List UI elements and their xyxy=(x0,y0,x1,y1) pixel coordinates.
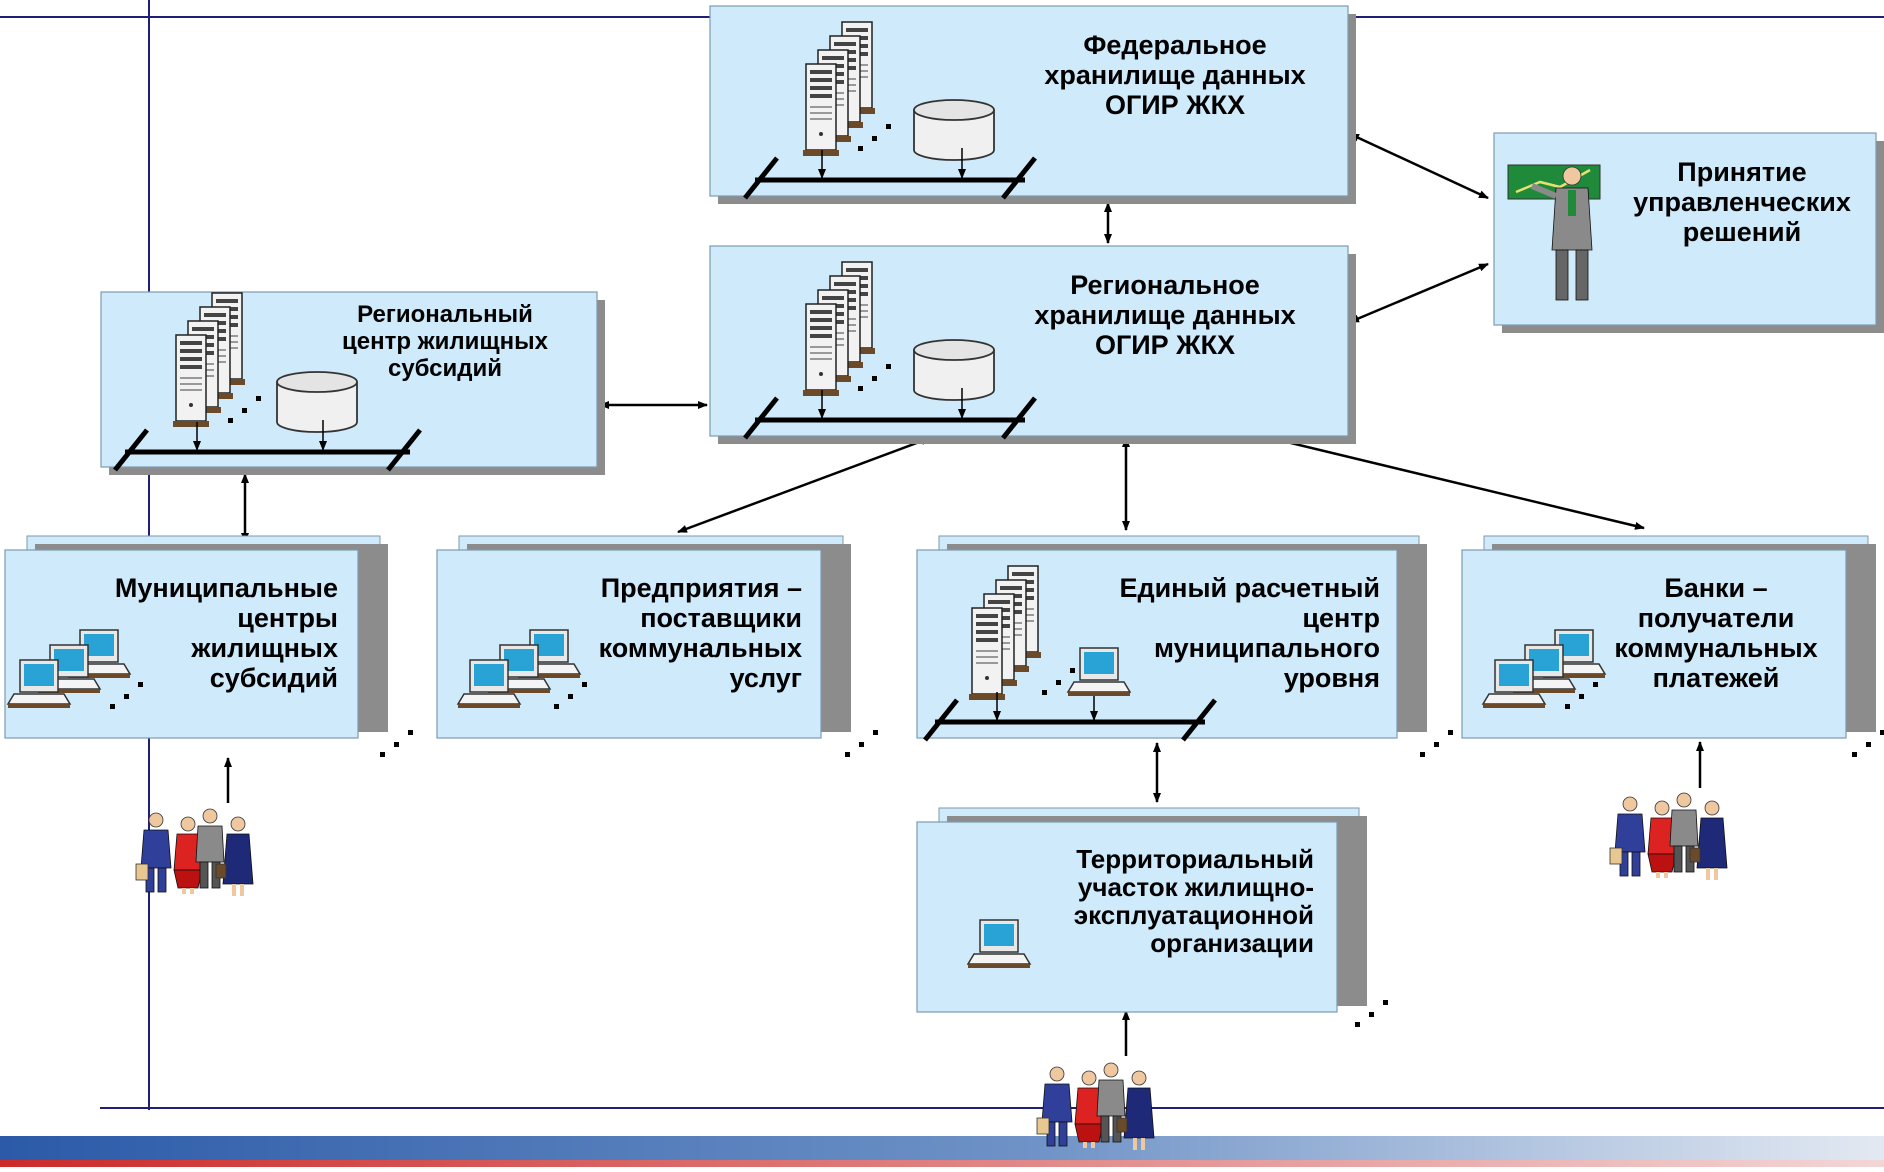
people-group-icon xyxy=(1037,1063,1154,1150)
federal-label-line: ОГИР ЖКХ xyxy=(1105,90,1245,120)
banks-label-line: коммунальных xyxy=(1614,633,1817,663)
ellipsis-dots xyxy=(1565,682,1598,709)
municipal-label-line: субсидий xyxy=(210,663,338,693)
suppliers-label-line: поставщики xyxy=(640,603,802,633)
regional-subsidy-label-line: субсидий xyxy=(388,355,502,382)
network-bus-icon xyxy=(743,148,1037,200)
settlement-label-line: уровня xyxy=(1284,663,1380,693)
regional-label-line: хранилище данных xyxy=(1034,300,1295,330)
ellipsis-dots xyxy=(858,364,891,391)
regional-label-line: ОГИР ЖКХ xyxy=(1095,330,1235,360)
banks-label-line: получатели xyxy=(1638,603,1795,633)
presenter-icon xyxy=(1507,164,1601,301)
federal-label-line: Федеральное xyxy=(1083,30,1266,60)
ellipsis-dots xyxy=(110,682,143,709)
banks-label-line: платежей xyxy=(1653,663,1780,693)
banks-label-line: Банки – xyxy=(1664,573,1767,603)
ellipsis-dots xyxy=(1042,668,1075,695)
regional-label-line: Региональное xyxy=(1070,270,1260,300)
decisions-label-line: Принятие xyxy=(1677,157,1806,187)
regional-subsidy-label-line: центр жилищных xyxy=(342,328,549,355)
settlement-label-line: Единый расчетный xyxy=(1119,573,1380,603)
people-group-icon xyxy=(1610,793,1727,880)
territorial-label-line: эксплуатационной xyxy=(1074,900,1314,930)
network-bus-icon xyxy=(743,388,1037,440)
municipal-label-line: Муниципальные xyxy=(115,573,338,603)
ellipsis-dots xyxy=(845,730,878,757)
suppliers-label-line: коммунальных xyxy=(599,633,802,663)
settlement-label-line: муниципального xyxy=(1154,633,1380,663)
ellipsis-dots xyxy=(380,730,413,757)
bottom-gradient-bar xyxy=(0,1136,1884,1167)
settlement-label-line: центр xyxy=(1302,603,1380,633)
ellipsis-dots xyxy=(1355,1000,1388,1027)
suppliers-label-line: Предприятия – xyxy=(601,573,802,603)
network-bus-icon xyxy=(113,420,422,472)
ellipsis-dots xyxy=(228,396,261,423)
federal-label-line: хранилище данных xyxy=(1044,60,1305,90)
regional-subsidy-label-line: Региональный xyxy=(357,301,533,328)
connectors xyxy=(224,132,1704,1056)
ellipsis-dots xyxy=(1852,730,1884,757)
ellipsis-dots xyxy=(1420,730,1453,757)
municipal-label-line: центры xyxy=(237,603,338,633)
ellipsis-dots xyxy=(858,124,891,151)
decisions-label-line: управленческих xyxy=(1633,187,1851,217)
territorial-label-line: организации xyxy=(1150,928,1314,958)
database-cylinder-icon xyxy=(276,371,358,433)
people-group-icon xyxy=(136,809,253,896)
suppliers-label-line: услуг xyxy=(730,663,802,693)
ellipsis-dots xyxy=(554,682,587,709)
decisions-label-line: решений xyxy=(1683,217,1802,247)
node-settlement-center: Единый расчетныйцентрмуниципальногоуровн… xyxy=(916,535,1427,742)
municipal-label-line: жилищных xyxy=(190,633,338,663)
territorial-label-line: участок жилищно- xyxy=(1078,872,1314,902)
territorial-label-line: Территориальный xyxy=(1076,844,1314,874)
database-cylinder-icon xyxy=(913,339,995,401)
network-bus-icon xyxy=(923,692,1217,742)
database-cylinder-icon xyxy=(913,99,995,161)
